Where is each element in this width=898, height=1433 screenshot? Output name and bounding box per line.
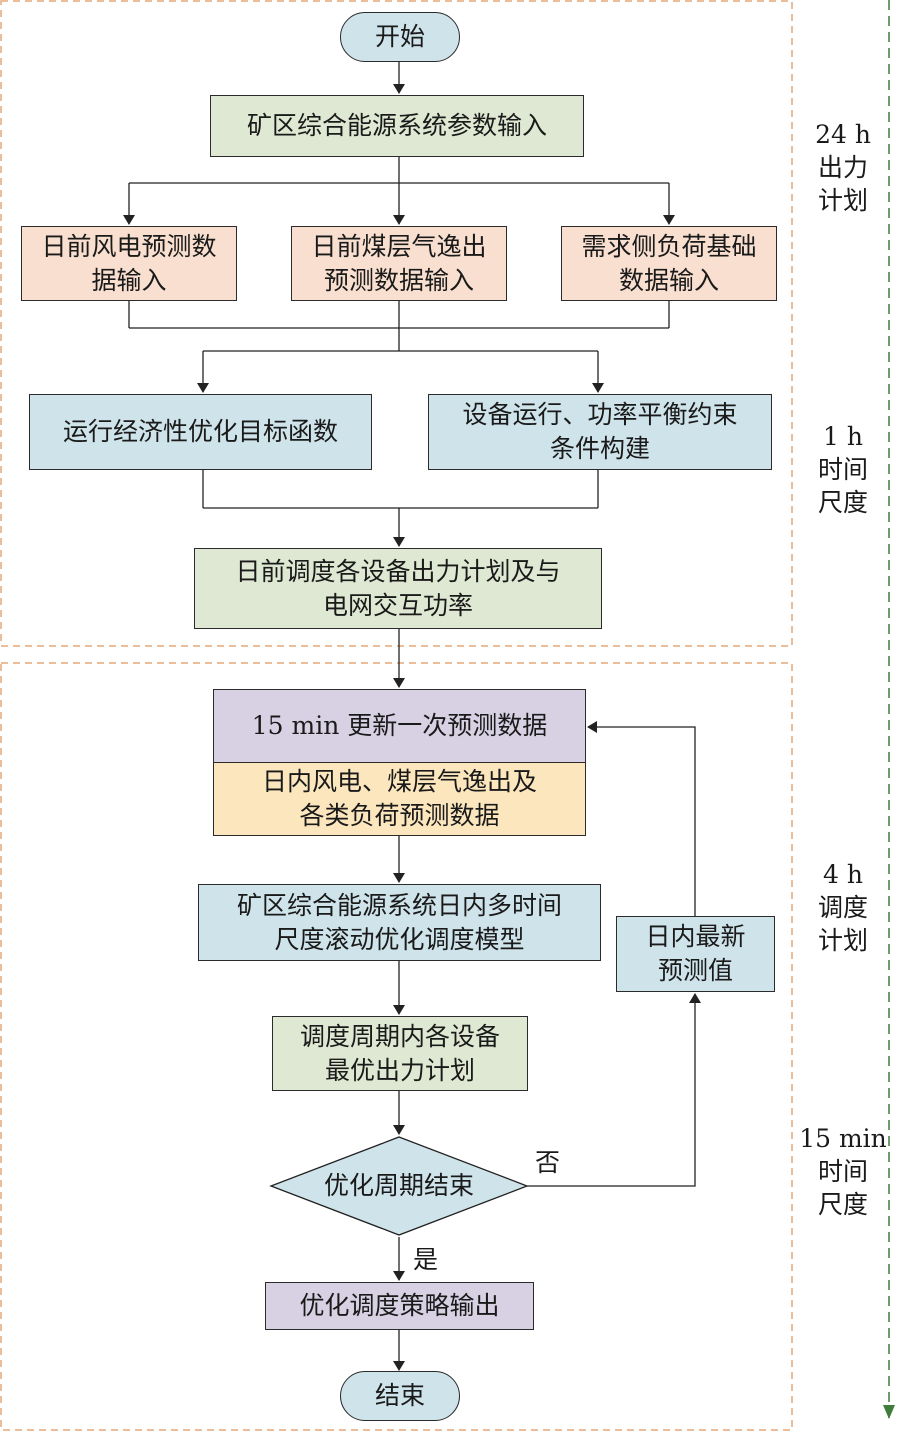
rolling-model-box: 矿区综合能源系统日内多时间 尺度滚动优化调度模型 [198, 884, 601, 961]
side-label-15min: 15 min 时间 尺度 [799, 1124, 887, 1219]
optimal-plan-box: 调度周期内各设备 最优出力计划 [272, 1016, 528, 1091]
dayahead-plan-box: 日前调度各设备出力计划及与 电网交互功率 [194, 548, 602, 629]
arrow-feedback-update [587, 721, 696, 916]
objective-box: 运行经济性优化目标函数 [29, 394, 372, 470]
wind-forecast-box: 日前风电预测数 据输入 [21, 226, 237, 301]
latest-forecast-box: 日内最新 预测值 [616, 916, 775, 992]
day-ahead-frame [0, 0, 793, 647]
constraints-box: 设备运行、功率平衡约束 条件构建 [428, 394, 772, 470]
intraday-forecast-box: 日内风电、煤层气逸出及 各类负荷预测数据 [213, 762, 586, 836]
branch-yes-label: 是 [413, 1245, 439, 1274]
end-node: 结束 [340, 1371, 460, 1421]
decision-label: 优化周期结束 [323, 1171, 474, 1200]
gas-forecast-box: 日前煤层气逸出 预测数据输入 [291, 226, 507, 301]
branch-no-label: 否 [535, 1148, 561, 1177]
load-forecast-box: 需求侧负荷基础 数据输入 [561, 226, 777, 301]
param-input-box: 矿区综合能源系统参数输入 [210, 95, 584, 157]
decision-diamond [269, 1136, 529, 1236]
output-box: 优化调度策略输出 [265, 1282, 534, 1330]
side-label-1h: 1 h 时间 尺度 [817, 422, 868, 517]
update-15min-box: 15 min 更新一次预测数据 [213, 689, 586, 763]
start-node: 开始 [340, 12, 460, 62]
side-label-24h: 24 h 出力 计划 [815, 120, 871, 215]
arrow-decision-no [527, 993, 701, 1187]
side-label-4h: 4 h 调度 计划 [817, 860, 868, 955]
